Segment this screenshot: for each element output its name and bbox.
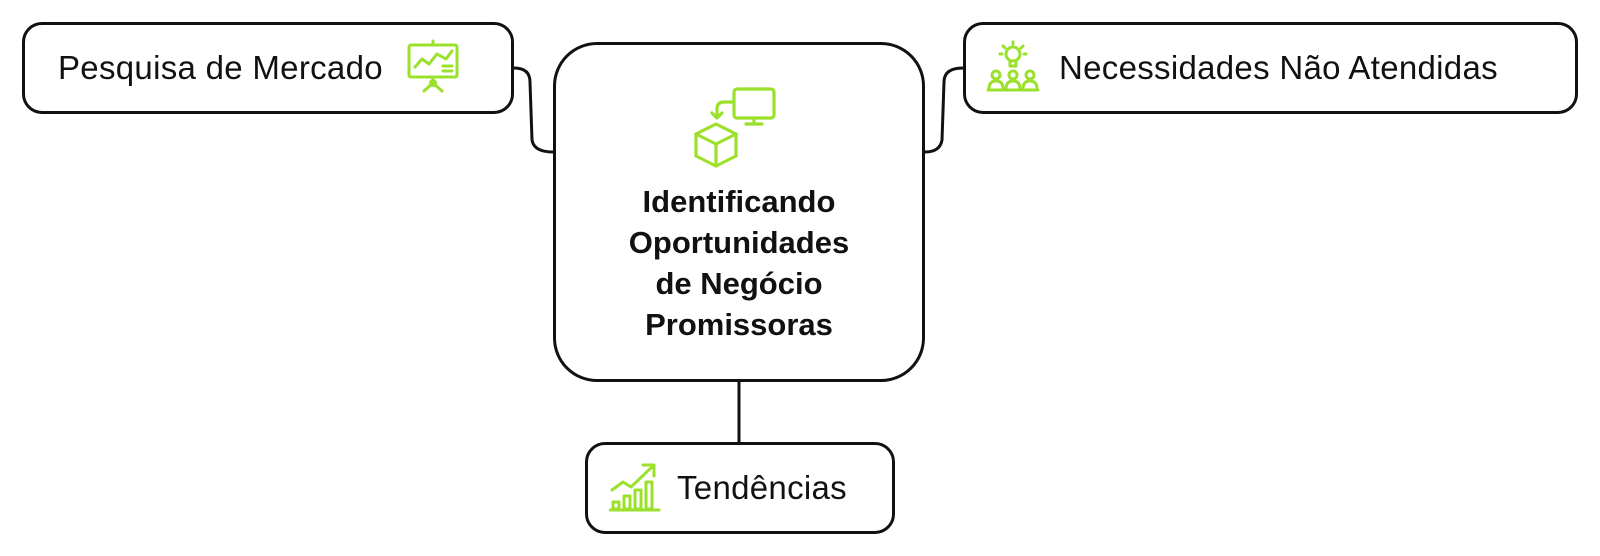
- presentation-chart-icon: [407, 39, 459, 98]
- growth-chart-icon: [608, 460, 661, 517]
- node-label: Pesquisa de Mercado: [58, 49, 383, 86]
- box-to-monitor-icon: [692, 85, 792, 174]
- node-necessidades-nao-atendidas[interactable]: Necessidades Não Atendidas: [963, 22, 1578, 114]
- node-label: Necessidades Não Atendidas: [1059, 49, 1498, 86]
- title-line: Promissoras: [645, 307, 833, 342]
- central-topic-title: Identificando Oportunidades de Negócio P…: [556, 181, 922, 345]
- connector-right: [924, 66, 964, 154]
- connector-left: [513, 66, 554, 154]
- title-line: Oportunidades: [628, 225, 850, 260]
- central-topic-node[interactable]: Identificando Oportunidades de Negócio P…: [553, 42, 925, 382]
- title-line: Identificando: [642, 184, 836, 219]
- lightbulb-team-icon: [986, 40, 1040, 97]
- node-pesquisa-de-mercado[interactable]: Pesquisa de Mercado: [22, 22, 514, 114]
- node-tendencias[interactable]: Tendências: [585, 442, 895, 534]
- node-label: Tendências: [677, 469, 847, 506]
- title-line: de Negócio: [655, 266, 823, 301]
